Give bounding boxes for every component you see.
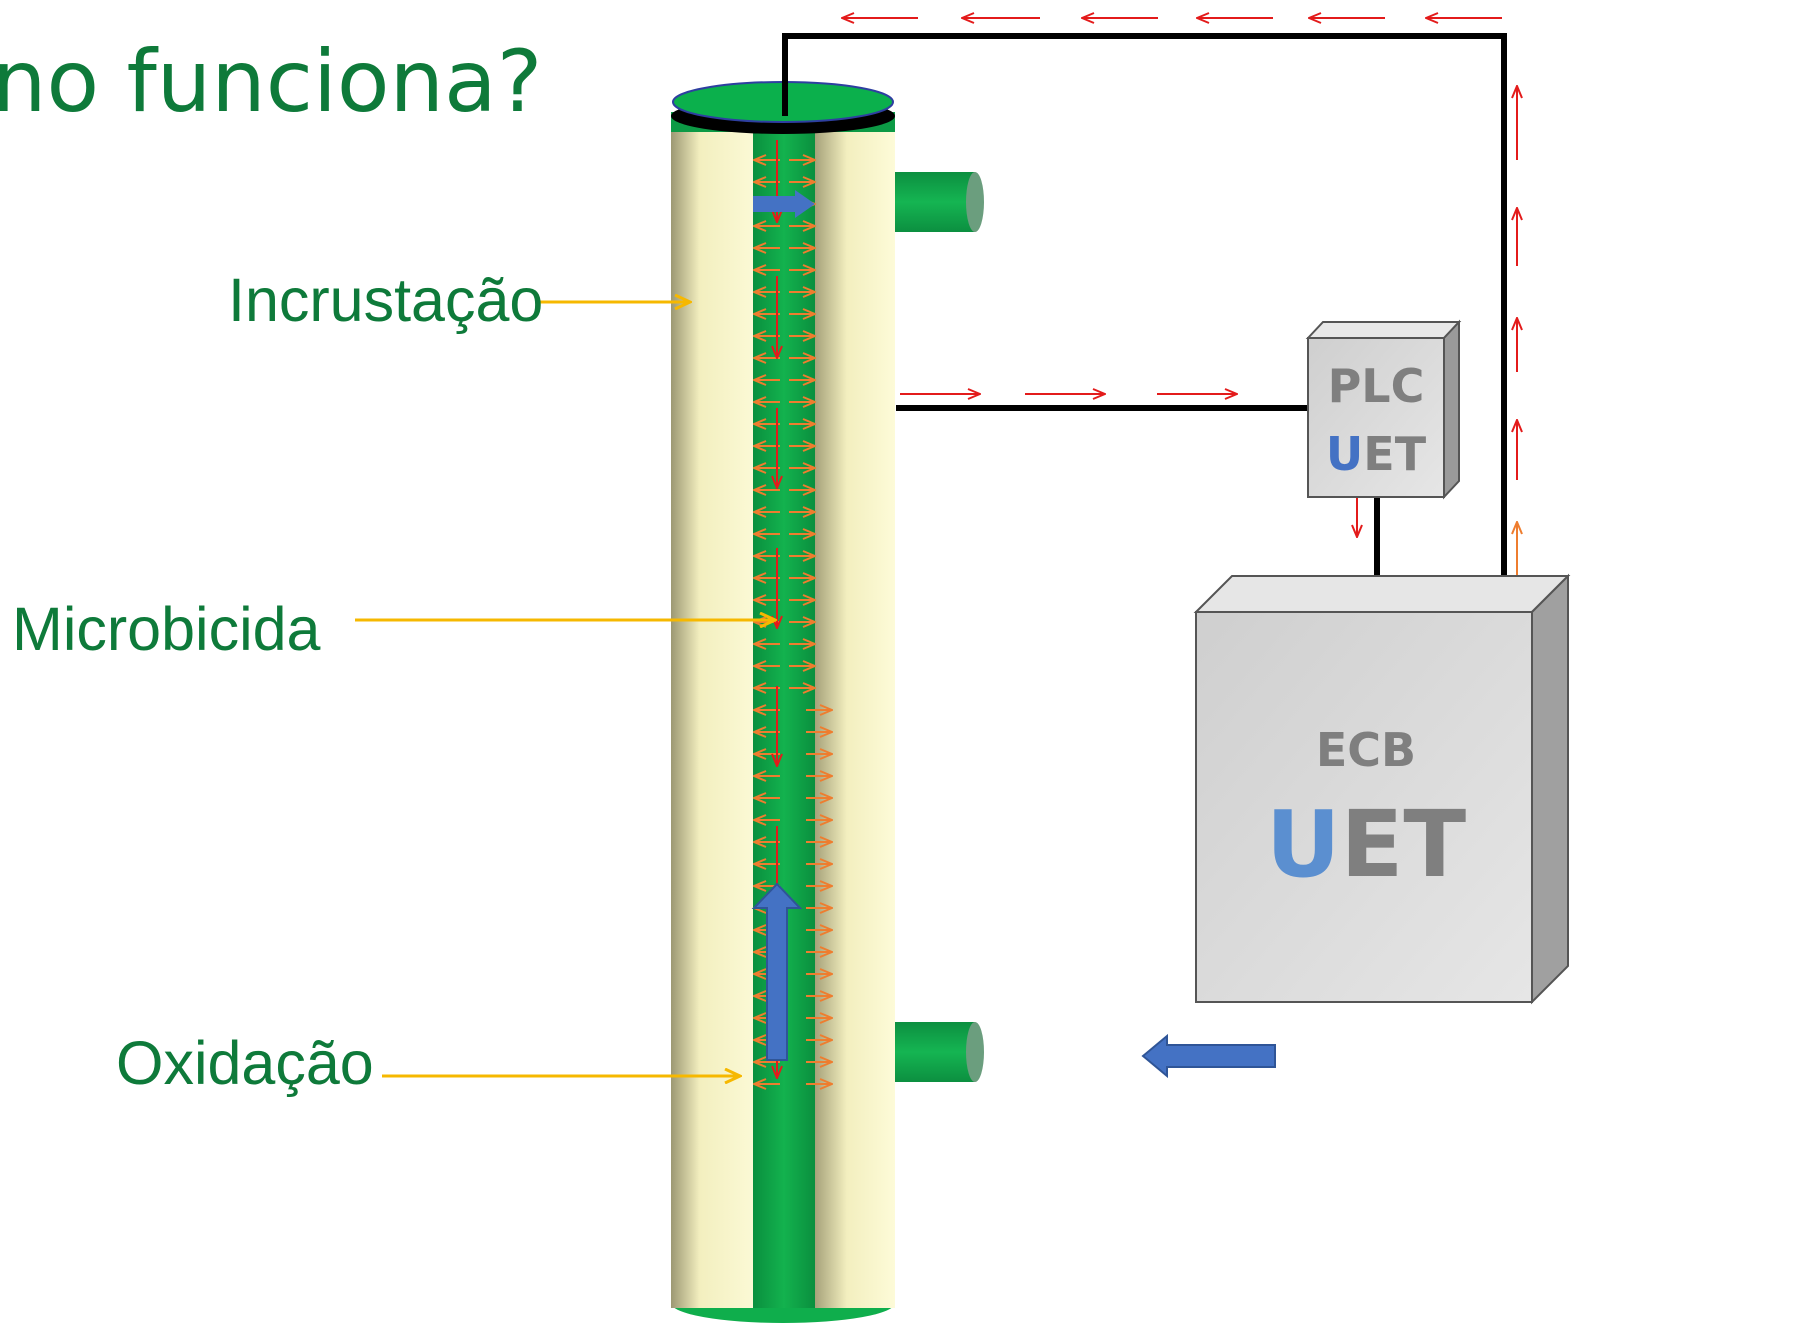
wire-top-loop [782,33,1507,600]
column [671,81,895,1323]
label-oxidacao: Oxidação [116,1029,374,1097]
deposit-right [815,120,895,1308]
column-core [753,120,815,1308]
label-microbicida: Microbicida [12,595,321,663]
deposit-left [671,120,753,1308]
page-title: no funciona? [0,32,543,132]
pointer-arrows [355,302,775,1076]
nozzle-bottom [895,1022,984,1082]
wiring [782,33,1507,600]
signal-arrows [842,18,1517,598]
plc-et-letters: ET [1363,427,1426,481]
ecb-uet-label: UET [1266,791,1467,898]
ecb-et-letters: ET [1341,791,1467,898]
ecb-label: ECB [1316,723,1416,777]
plc-uet-label: UET [1326,427,1427,481]
ecb-u-letter: U [1266,791,1341,898]
blue-arrow-top [753,190,815,218]
plc-box: PLC UET [1305,319,1462,500]
nozzle-top [895,172,984,232]
blue-arrow-flow [1141,1033,1276,1079]
blue-arrow-up [751,882,803,1061]
plc-u-letter: U [1326,427,1363,481]
label-incrustacao: Incrustação [228,266,544,334]
plc-label: PLC [1328,359,1425,413]
ecb-box: ECB UET [1193,573,1571,1005]
